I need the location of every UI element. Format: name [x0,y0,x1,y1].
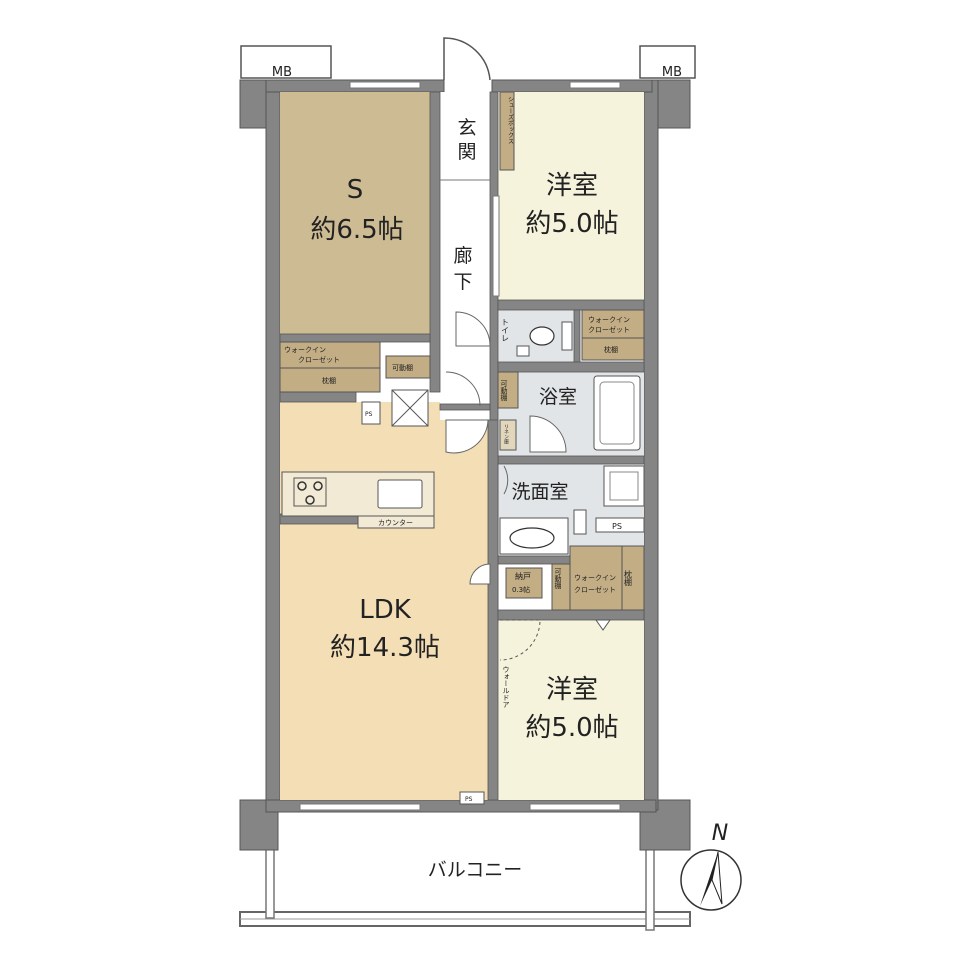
interior-walls [279,91,645,801]
mb-right-label: MB [662,65,682,80]
wic-bottom: 可動棚 ウォークイン クローゼット 枕棚 [551,545,645,611]
wic-s: ウォークイン クローゼット 枕棚 可動棚 [279,341,431,393]
corridor-char1: 廊 [453,245,472,267]
western-room-bottom [498,620,644,800]
washer-icon [603,465,645,507]
shoe-box: シューズボックス [499,91,515,171]
wall-door-arc [499,619,541,661]
toilet: トイレ [501,318,573,357]
shelf-bottom-label: 枕棚 [624,569,633,587]
wic-top-line1: ウォークイン [588,316,630,324]
shelf-s-label: 枕棚 [322,376,336,385]
compass-label: N [712,821,728,846]
balcony-label: バルコニー [428,859,523,881]
entrance-char1: 玄 [457,117,476,139]
ps-wash: PS [595,517,645,533]
sink-icon [377,479,423,509]
wic-top: ウォークイン クローゼット 枕棚 [581,309,645,361]
door-arc [529,415,567,453]
mb-left-label: MB [272,65,292,80]
entrance-door [443,37,491,81]
ldk-room [280,402,488,800]
western-bottom-name: 洋室 [546,675,598,705]
toilet-label: トイレ [501,318,510,342]
door-arc [469,563,491,585]
washroom-label: 洗面室 [511,481,568,503]
s-room-name: S [347,175,364,205]
movable-shelf-hall-label: 可動棚 [500,380,508,402]
western-top-area: 約5.0帖 [525,209,618,239]
shelf-top-label: 枕棚 [604,345,618,354]
wic-top-line2: クローゼット [588,325,630,334]
linen-hall-label: リネン庫 [503,424,509,445]
mb-right: MB [639,45,696,80]
fridge-space [391,389,429,427]
ps-ldk: PS [361,401,381,425]
wall-right [643,79,659,811]
stove-burner-icon [297,481,307,491]
closet-03: 納戸 0.3帖 [505,567,543,599]
ps-bottom-label: PS [465,796,473,803]
corridor [440,180,490,420]
linen-hall: リネン庫 [499,419,517,451]
western-bottom-area: 約5.0帖 [525,713,618,743]
shoe-box-label: シューズボックス [507,96,514,144]
north-compass-icon: N [680,821,742,911]
stove-burner-icon [305,495,315,505]
movable-shelf-bottom-label: 可動棚 [554,568,562,590]
s-room-area: 約6.5帖 [310,215,403,245]
door-arc [445,371,481,407]
windows [299,81,621,811]
movable-shelf-hall: 可動棚 [497,371,519,409]
toilet-sink-icon [516,345,530,357]
ldk-area: 約14.3帖 [330,633,440,663]
corridor-char2: 下 [453,271,472,293]
stove-burner-icon [313,481,323,491]
ldk-name: LDK [359,595,412,625]
door-arc [455,311,491,347]
wic-s-line2: クローゼット [298,355,340,364]
movable-shelf-s-label: 可動棚 [392,363,413,372]
door-arc [445,419,489,454]
mb-left: MB [240,45,332,80]
western-top-name: 洋室 [546,171,598,201]
ps-bottom: PS [459,791,485,805]
bath-label: 浴室 [539,386,577,408]
western-room-top [498,92,644,300]
entrance-char2: 関 [457,141,476,163]
kitchen-counter: カウンター [281,471,435,529]
entrance [440,92,494,180]
wall-door-label: ウォールドア [502,666,510,708]
ps-ldk-label: PS [365,411,373,418]
wic-bottom-line1: ウォークイン [574,574,616,582]
door-arc [503,465,509,495]
ps-wash-label: PS [612,522,622,531]
toilet-icon [529,326,555,346]
wall-left [265,79,281,811]
balcony: バルコニー [239,839,691,931]
s-room [280,92,430,334]
wic-bottom-line2: クローゼット [574,585,616,594]
closet-03-line2: 0.3帖 [512,585,530,594]
closet-03-line1: 納戸 [515,571,531,581]
counter-label: カウンター [378,518,413,527]
wic-s-line1: ウォークイン [284,346,326,354]
bathtub-icon [593,375,641,451]
